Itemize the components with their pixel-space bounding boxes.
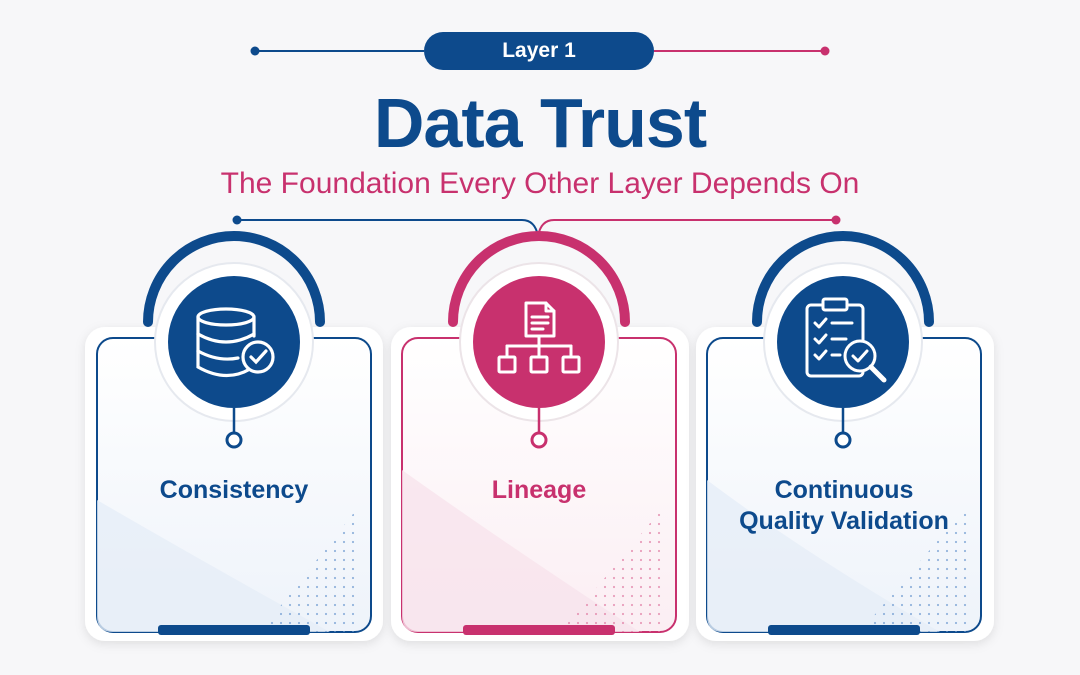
clipboard-checklist-magnifier-icon [805, 297, 887, 383]
page-title: Data Trust [373, 84, 707, 162]
document-hierarchy-icon [497, 301, 581, 374]
page-subtitle: The Foundation Every Other Layer Depends… [220, 167, 860, 200]
card-label-line: Quality Validation [739, 507, 949, 535]
card-label-consistency: Consistency [159, 476, 309, 504]
card-consistency [85, 231, 383, 641]
layer-badge: Layer 1 [424, 32, 654, 70]
header-connector-lines [250, 46, 830, 56]
card-label-line: Continuous [774, 476, 914, 504]
card-label-continuous-quality-validation: Continuous Quality Validation [707, 475, 981, 537]
database-check-icon [196, 307, 275, 378]
card-lineage [391, 231, 689, 641]
card-label-lineage: Lineage [491, 476, 587, 504]
card-continuous-quality-validation [696, 231, 994, 641]
